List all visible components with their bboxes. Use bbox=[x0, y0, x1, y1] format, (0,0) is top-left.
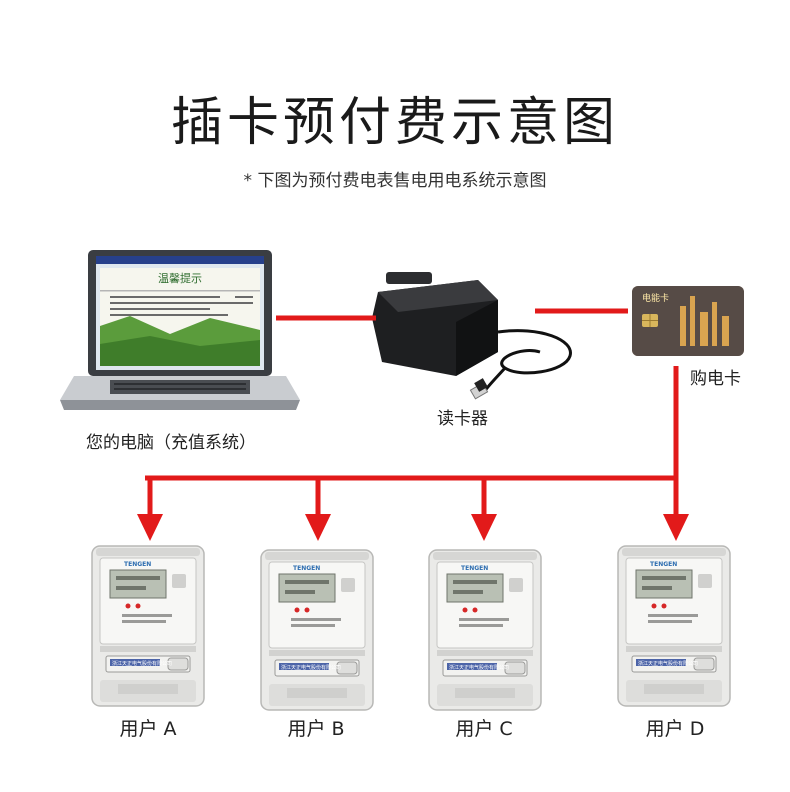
meter-c-company: 浙江天正电气股份有限公司 bbox=[449, 664, 509, 671]
arrow-to-meter-b bbox=[305, 514, 331, 541]
card-label: 购电卡 bbox=[690, 364, 741, 389]
meter-b-icon bbox=[261, 550, 373, 710]
meter-d-brand: TENGEN bbox=[650, 561, 677, 568]
arrow-to-meter-d bbox=[663, 514, 689, 541]
meter-d-company: 浙江天正电气股份有限公司 bbox=[638, 660, 698, 667]
meter-c-brand: TENGEN bbox=[461, 565, 488, 572]
reader-label: 读卡器 bbox=[437, 404, 488, 429]
meter-d-label: 用户 D bbox=[615, 714, 735, 741]
meter-b-brand: TENGEN bbox=[293, 565, 320, 572]
meter-a-label: 用户 A bbox=[88, 714, 208, 741]
meter-b-label: 用户 B bbox=[256, 714, 376, 741]
meter-d-icon bbox=[618, 546, 730, 706]
meter-a-company: 浙江天正电气股份有限公司 bbox=[112, 660, 172, 667]
connector-arrowheads bbox=[137, 514, 689, 541]
arrow-to-meter-a bbox=[137, 514, 163, 541]
screen-heading: 温馨提示 bbox=[158, 271, 202, 285]
meter-c-icon bbox=[429, 550, 541, 710]
meter-c-label: 用户 C bbox=[424, 714, 544, 741]
computer-label: 您的电脑（充值系统） bbox=[86, 428, 256, 453]
meter-b-company: 浙江天正电气股份有限公司 bbox=[281, 664, 341, 671]
arrow-to-meter-c bbox=[471, 514, 497, 541]
meter-a-icon bbox=[92, 546, 204, 706]
meter-a-brand: TENGEN bbox=[124, 561, 151, 568]
card-reader-icon bbox=[372, 272, 570, 399]
card-face-label: 电能卡 bbox=[642, 292, 669, 304]
